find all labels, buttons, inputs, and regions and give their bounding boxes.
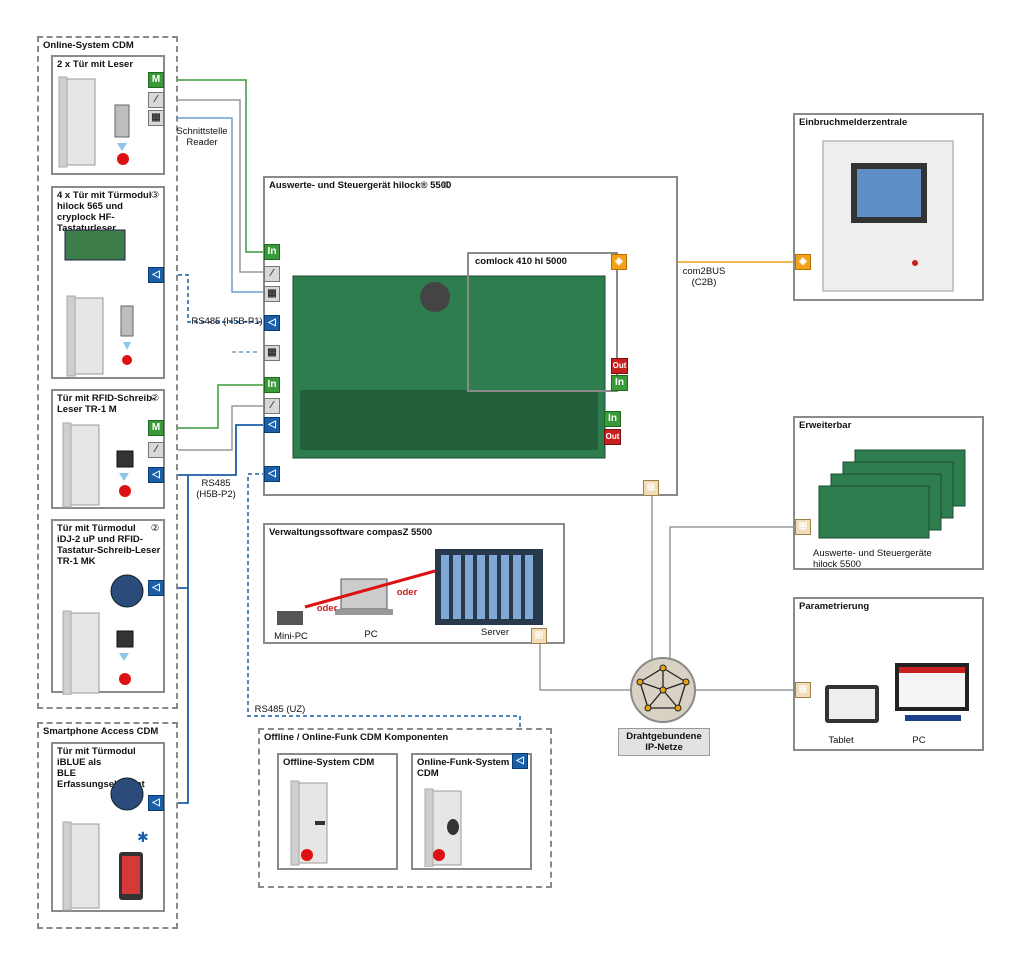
door-module-4x-illustration bbox=[64, 229, 134, 377]
software-box: Verwaltungssoftware compasZ 5500 Mini-PC… bbox=[263, 523, 565, 644]
port-rs485-funk: ◁ bbox=[512, 753, 528, 769]
or-label-2: oder bbox=[396, 587, 418, 598]
port-door-contact-1: ⁄ bbox=[264, 266, 280, 282]
software-title: Verwaltungssoftware compasZ 5500 bbox=[269, 527, 433, 538]
tablet-label: Tablet bbox=[828, 735, 854, 746]
door-rfid-illustration bbox=[62, 422, 134, 508]
door-rfid-badge: ② bbox=[150, 393, 160, 404]
offline-door-illustration bbox=[290, 780, 328, 866]
port-out-2: Out bbox=[604, 429, 621, 445]
port-door-contact-left-1: ⁄ bbox=[148, 92, 164, 108]
parametrierung-title: Parametrierung bbox=[799, 601, 870, 612]
port-door-m-1: M bbox=[148, 72, 164, 88]
port-rs485-uz: ◁ bbox=[264, 466, 280, 482]
port-door-contact-left-2: ⁄ bbox=[148, 442, 164, 458]
reader-interface-note: Schnittstelle Reader bbox=[176, 126, 228, 148]
door-reader-illustration bbox=[58, 76, 130, 168]
rs485-uz-label: RS485 (UZ) bbox=[254, 704, 306, 715]
port-rs485-left-3: ◁ bbox=[148, 580, 164, 596]
controller-title: Auswerte- und Steuergerät hilock® 5500 bbox=[269, 180, 452, 191]
controller-badge: ① bbox=[442, 180, 452, 191]
port-rs485-left-1: ◁ bbox=[148, 267, 164, 283]
network-label: Drahtgebundene IP-Netze bbox=[618, 728, 710, 756]
port-rs485-p1: ◁ bbox=[264, 315, 280, 331]
com2bus-label: com2BUS (C2B) bbox=[682, 266, 726, 288]
port-ethernet-controller: ⊞ bbox=[643, 480, 659, 496]
or-label-1: oder bbox=[316, 603, 338, 614]
offline-system-title: Offline-System CDM bbox=[283, 757, 375, 768]
minipc-label: Mini-PC bbox=[274, 631, 308, 642]
funk-system-title: Online-Funk-System CDM bbox=[417, 757, 510, 779]
expandable-title: Erweiterbar bbox=[799, 420, 852, 431]
rs485-p1-label: RS485 (H5B-P1) bbox=[191, 316, 263, 327]
port-ethernet-expandable: ⊞ bbox=[795, 519, 811, 535]
smartphone-title: Smartphone Access CDM bbox=[43, 726, 159, 737]
port-door-contact-2: ⁄ bbox=[264, 398, 280, 414]
port-door-m-2: M bbox=[148, 420, 164, 436]
door-reader-title: 2 x Tür mit Leser bbox=[57, 59, 134, 70]
door-idj-title: Tür mit Türmodul iDJ-2 uP und RFID- Tast… bbox=[57, 523, 161, 567]
port-in-3: In bbox=[611, 375, 628, 391]
rs485-p2-label: RS485 (H5B-P2) bbox=[196, 478, 236, 500]
door-reader-box: 2 x Tür mit Leser bbox=[51, 55, 165, 175]
parametrierung-box: Parametrierung Tablet PC bbox=[793, 597, 984, 751]
comlock-box: comlock 410 hl 5000 bbox=[467, 252, 618, 392]
svg-text:✱: ✱ bbox=[137, 830, 149, 846]
port-out-1: Out bbox=[611, 358, 628, 374]
door-module-4x-title: 4 x Tür mit Türmodul hilock 565 und cryp… bbox=[57, 190, 152, 234]
port-ethernet-software: ⊞ bbox=[531, 628, 547, 644]
door-idj-badge: ② bbox=[150, 523, 160, 534]
door-idj-box: Tür mit Türmodul iDJ-2 uP und RFID- Tast… bbox=[51, 519, 165, 695]
pc-label: PC bbox=[364, 629, 378, 640]
param-pc-label: PC bbox=[912, 735, 926, 746]
port-in-4: In bbox=[604, 411, 621, 427]
server-label: Server bbox=[481, 627, 509, 638]
door-module-4x-badge: ③ bbox=[150, 190, 160, 201]
port-in-1: In bbox=[264, 244, 280, 260]
port-rs485-left-4: ◁ bbox=[148, 795, 164, 811]
online-system-title: Online-System CDM bbox=[43, 40, 134, 51]
alarm-panel-title: Einbruchmelderzentrale bbox=[799, 117, 908, 128]
parametrierung-illustration bbox=[825, 663, 969, 723]
door-rfid-title: Tür mit RFID-Schreib- Leser TR-1 M bbox=[57, 393, 156, 415]
offline-group-title: Offline / Online-Funk CDM Komponenten bbox=[264, 732, 449, 743]
port-reader-left-1: ▦ bbox=[148, 110, 164, 126]
expandable-boards bbox=[818, 449, 966, 539]
door-iblue-title: Tür mit Türmodul iBLUE als BLE Erfassung… bbox=[57, 746, 145, 790]
door-module-4x-box: 4 x Tür mit Türmodul hilock 565 und cryp… bbox=[51, 186, 165, 379]
offline-system-box: Offline-System CDM bbox=[277, 753, 398, 870]
software-illustration bbox=[277, 549, 543, 625]
alarm-panel-illustration bbox=[822, 140, 954, 292]
alarm-panel-box: Einbruchmelderzentrale bbox=[793, 113, 984, 301]
port-com2bus: ◈ bbox=[611, 254, 627, 270]
funk-system-box: Online-Funk-System CDM bbox=[411, 753, 532, 870]
port-com2bus-alarm: ◈ bbox=[795, 254, 811, 270]
funk-door-illustration bbox=[424, 788, 462, 867]
door-iblue-box: Tür mit Türmodul iBLUE als BLE Erfassung… bbox=[51, 742, 165, 912]
expandable-box: Erweiterbar Auswerte- und Steuergeräte h… bbox=[793, 416, 984, 570]
door-rfid-box: Tür mit RFID-Schreib- Leser TR-1 M ② bbox=[51, 389, 165, 509]
port-reader-1: ▦ bbox=[264, 286, 280, 302]
comlock-title: comlock 410 hl 5000 bbox=[473, 256, 569, 267]
port-ethernet-param: ⊞ bbox=[795, 682, 811, 698]
door-idj-illustration bbox=[62, 574, 144, 695]
port-rs485-p2: ◁ bbox=[264, 417, 280, 433]
port-in-2: In bbox=[264, 377, 280, 393]
expandable-caption: Auswerte- und Steuergeräte hilock 5500 bbox=[813, 548, 932, 570]
door-iblue-illustration: ✱ bbox=[62, 777, 149, 911]
port-rs485-left-2: ◁ bbox=[148, 467, 164, 483]
port-reader-2: ▦ bbox=[264, 345, 280, 361]
